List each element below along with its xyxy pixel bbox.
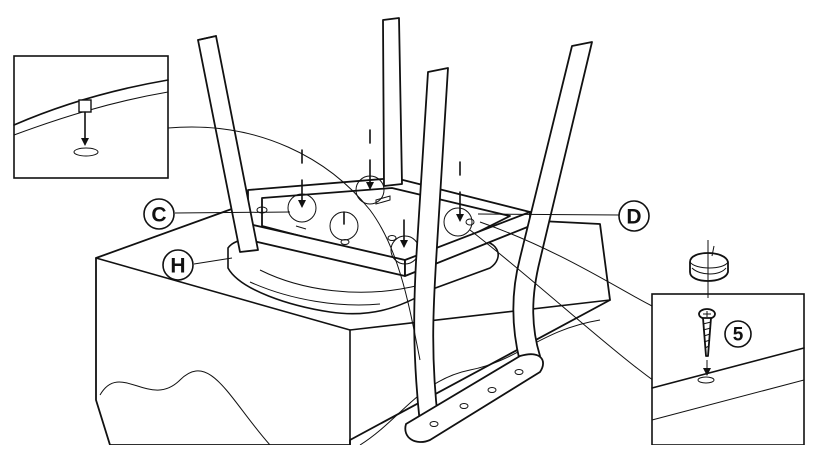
wood-screw-icon [698,308,716,376]
label-h: H [170,255,185,278]
felt-glide-icon [689,240,729,298]
label-d: D [626,206,641,229]
detail-inset-pilot-hole [13,55,169,179]
callout-c: C [143,198,175,230]
leg-stretcher [404,353,544,443]
chair-leg-back-right [382,17,403,187]
frame-hole [256,206,268,214]
arrow-down-icon [298,129,464,248]
label-part-5: 5 [733,325,744,346]
callout-h: H [162,249,194,281]
callout-d: D [618,200,650,232]
screw-position-circle [443,207,473,237]
callout-5: 5 [724,320,752,348]
label-c: C [151,204,166,227]
chair-leg-back-left [197,35,259,253]
detail-inset-screw [651,293,805,446]
